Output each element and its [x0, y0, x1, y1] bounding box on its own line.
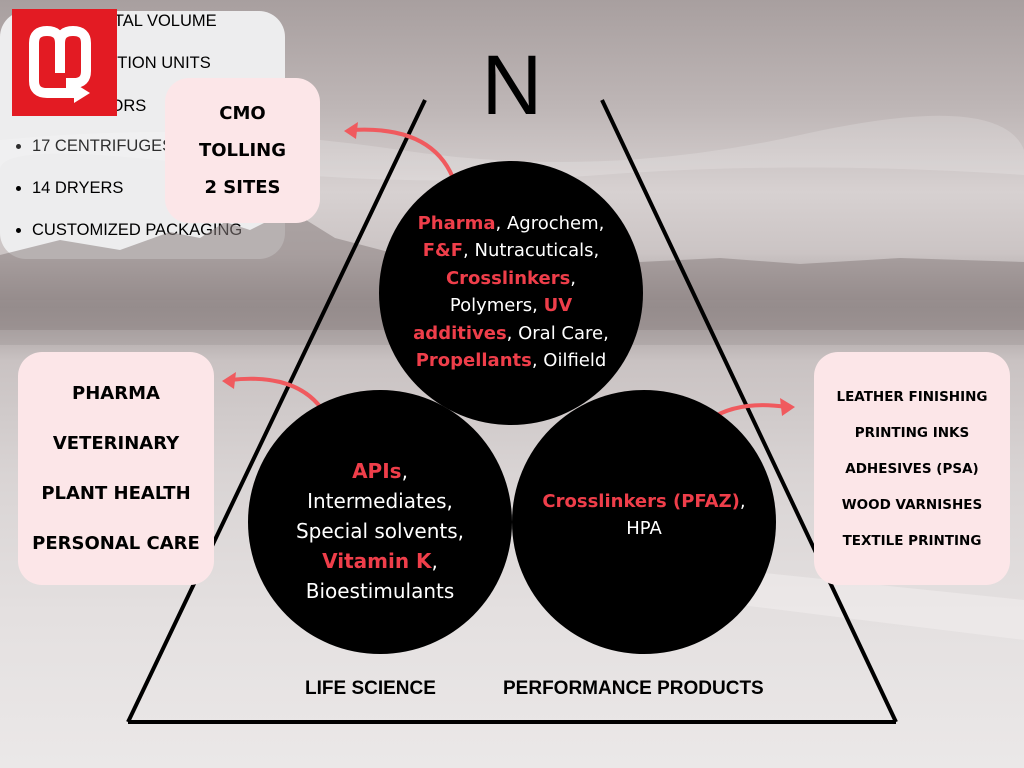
- stat-item: 14 DRYERS: [32, 178, 285, 198]
- text-segment: HPA: [626, 518, 662, 539]
- text-pharma: Pharma: [417, 212, 496, 234]
- circle-right-text: Crosslinkers (PFAZ), HPA: [519, 488, 769, 542]
- circle-top: Pharma, Agrochem, F&F, Nutracuticals, Cr…: [379, 161, 643, 425]
- market-item: TEXTILE PRINTING: [842, 532, 982, 549]
- text-propellants: Propellants: [415, 350, 532, 371]
- text-additives: additives: [413, 322, 507, 344]
- text-segment: , Nutracuticals,: [463, 240, 600, 261]
- m-logo: [12, 9, 117, 116]
- text-segment: Bioestimulants: [305, 579, 455, 603]
- cmo-box: CMO TOLLING 2 SITES: [165, 78, 320, 223]
- triangle-right-edge: [600, 99, 898, 723]
- text-segment: ,: [401, 459, 408, 483]
- text-segment: , Oilfield: [531, 350, 607, 371]
- text-apis: APIs: [352, 459, 402, 483]
- arrowhead-performance: [780, 398, 795, 416]
- market-item: VETERINARY: [52, 432, 180, 454]
- life-science-label: LIFE SCIENCE: [305, 678, 436, 699]
- tolling-line: TOLLING: [198, 140, 287, 161]
- market-item: PERSONAL CARE: [32, 532, 200, 554]
- performance-markets-box: LEATHER FINISHING PRINTING INKS ADHESIVE…: [814, 352, 1010, 585]
- text-segment: , Oral Care,: [506, 322, 609, 344]
- text-segment: Special solvents,: [295, 519, 465, 543]
- text-segment: ,: [431, 549, 438, 573]
- cmo-line: CMO: [219, 103, 266, 124]
- life-science-markets-box: PHARMA VETERINARY PLANT HEALTH PERSONAL …: [18, 352, 214, 585]
- market-item: PLANT HEALTH: [41, 482, 191, 504]
- market-item: ADHESIVES (PSA): [845, 460, 979, 477]
- text-pfaz: Crosslinkers (PFAZ): [542, 491, 740, 512]
- sites-line: 2 SITES: [204, 177, 281, 198]
- north-letter: N: [481, 38, 543, 132]
- arrowhead-life-science: [222, 372, 236, 389]
- market-item: PRINTING INKS: [854, 424, 970, 441]
- circle-right: Crosslinkers (PFAZ), HPA: [512, 390, 776, 654]
- m-logo-icon: [29, 25, 91, 103]
- triangle-left-edge: [126, 99, 427, 723]
- text-segment: ,: [570, 267, 577, 289]
- text-segment: ,: [739, 491, 746, 512]
- stat-item: CUSTOMIZED PACKAGING: [32, 220, 285, 240]
- text-vitamin-k: Vitamin K: [322, 549, 432, 573]
- arrowhead-cmo: [344, 122, 358, 139]
- text-segment: Polymers,: [449, 295, 544, 316]
- text-uv: UV: [543, 295, 573, 316]
- performance-products-label: PERFORMANCE PRODUCTS: [503, 678, 764, 699]
- market-item: LEATHER FINISHING: [836, 388, 988, 405]
- circle-left: APIs, Intermediates, Special solvents, V…: [248, 390, 512, 654]
- text-ff: F&F: [422, 240, 464, 261]
- circle-left-text: APIs, Intermediates, Special solvents, V…: [260, 456, 500, 606]
- text-crosslinkers: Crosslinkers: [445, 267, 571, 289]
- circle-top-text: Pharma, Agrochem, F&F, Nutracuticals, Cr…: [406, 210, 616, 375]
- text-segment: Intermediates,: [307, 489, 453, 513]
- text-segment: , Agrochem,: [495, 212, 605, 234]
- market-item: WOOD VARNISHES: [841, 496, 983, 513]
- market-item: PHARMA: [72, 382, 160, 404]
- stat-item: 17 CENTRIFUGES: [32, 136, 285, 156]
